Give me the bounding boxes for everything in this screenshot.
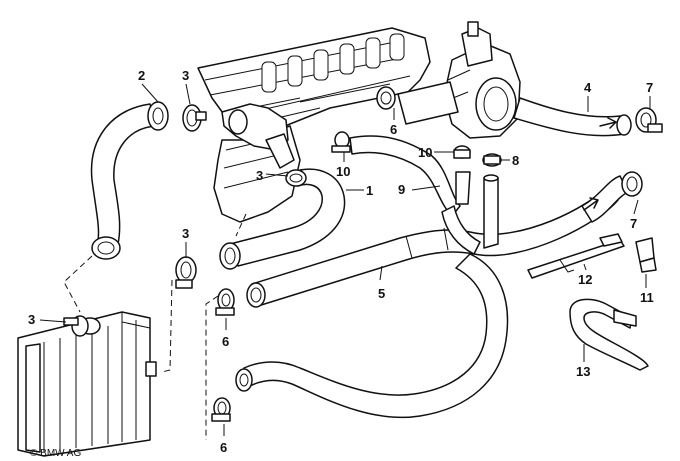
cable-tie-13 bbox=[569, 298, 649, 371]
clamp-8 bbox=[482, 153, 502, 167]
label-6-middle: 6 bbox=[222, 334, 229, 349]
clamp-10-middle bbox=[453, 145, 471, 159]
label-6-bottom: 6 bbox=[220, 440, 227, 455]
clamp-7-right bbox=[621, 171, 643, 197]
clamp-3-middle bbox=[285, 169, 307, 187]
clamp-10-top bbox=[331, 131, 351, 153]
label-3-radiator: 3 bbox=[28, 312, 35, 327]
clamp-3-top bbox=[182, 104, 207, 132]
clamp-6-middle bbox=[215, 288, 235, 316]
clamp-3-radiator bbox=[63, 315, 89, 337]
hose-2 bbox=[90, 101, 169, 260]
label-10-middle: 10 bbox=[418, 145, 432, 160]
label-3-left: 3 bbox=[182, 226, 189, 241]
radiator bbox=[17, 311, 157, 457]
hose-4 bbox=[513, 97, 632, 137]
label-6-top: 6 bbox=[390, 122, 397, 137]
label-7-right: 7 bbox=[630, 216, 637, 231]
hose-5 bbox=[235, 174, 619, 419]
alignment-lines bbox=[63, 213, 247, 440]
label-4: 4 bbox=[584, 80, 592, 95]
label-7-top: 7 bbox=[646, 80, 653, 95]
clamp-7-top bbox=[635, 107, 663, 133]
label-10-top: 10 bbox=[336, 164, 350, 179]
clamp-6-bottom bbox=[211, 397, 231, 422]
label-5: 5 bbox=[378, 286, 385, 301]
label-12: 12 bbox=[578, 272, 592, 287]
label-9: 9 bbox=[398, 182, 405, 197]
leader-lines bbox=[39, 83, 651, 436]
label-3-top: 3 bbox=[182, 68, 189, 83]
copyright-text: © BMW AG bbox=[30, 448, 81, 459]
label-3-middle: 3 bbox=[256, 168, 263, 183]
label-13: 13 bbox=[576, 364, 590, 379]
engine-cylinder-head bbox=[197, 27, 431, 223]
label-1: 1 bbox=[366, 183, 373, 198]
callout-numbers: 2 3 3 3 3 1 5 6 6 6 4 7 7 10 10 9 8 11 1… bbox=[28, 68, 654, 455]
label-8: 8 bbox=[512, 153, 519, 168]
label-11: 11 bbox=[640, 290, 654, 305]
hose-5-right-end bbox=[581, 175, 629, 223]
clamp-6-top bbox=[376, 86, 396, 110]
label-2: 2 bbox=[138, 68, 145, 83]
throttle-body bbox=[397, 21, 521, 139]
hose-9 bbox=[349, 135, 481, 255]
clamp-3-left bbox=[175, 256, 197, 289]
hose-1 bbox=[219, 168, 346, 270]
clip-11 bbox=[635, 237, 657, 273]
bracket-12 bbox=[527, 233, 625, 279]
